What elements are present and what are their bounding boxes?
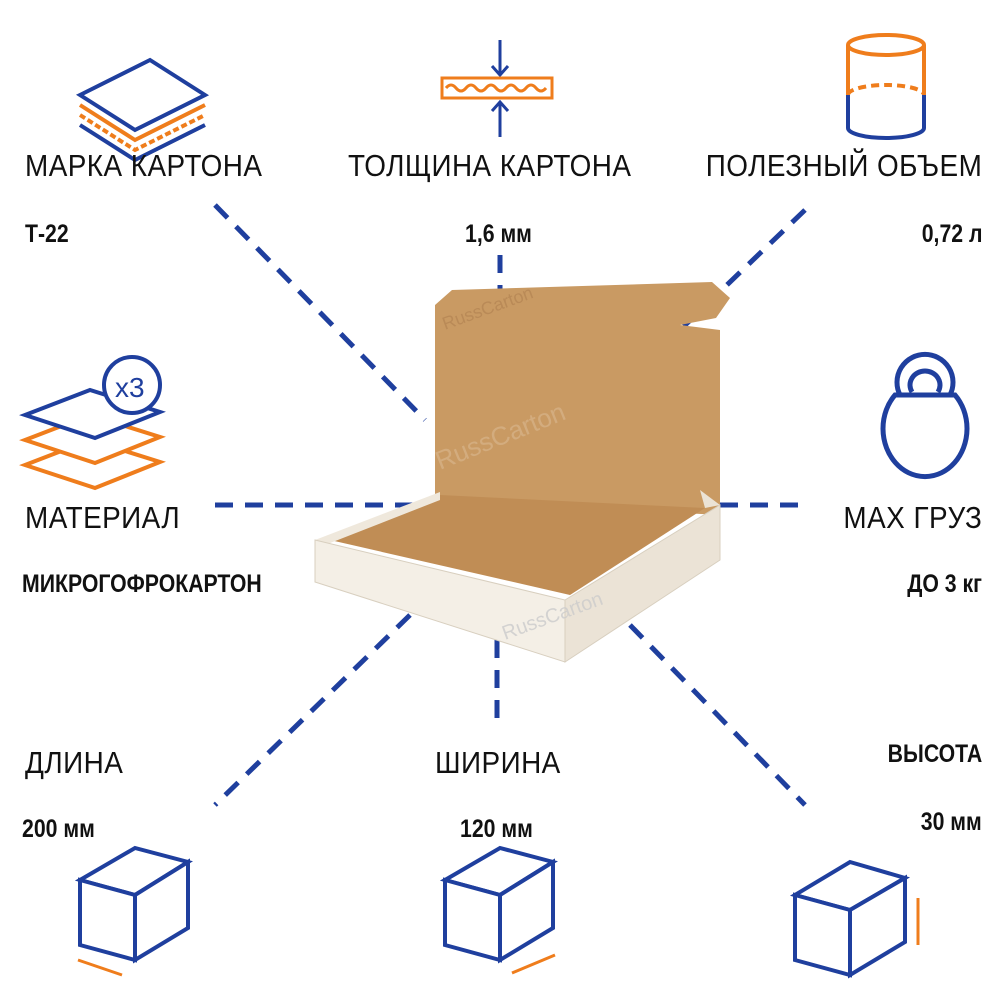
max-load-label: МАХ ГРУЗ — [843, 500, 982, 535]
cylinder-icon — [846, 33, 926, 140]
cube-width-icon — [439, 845, 558, 964]
thickness-value: 1,6 мм — [465, 220, 532, 248]
cube-length-icon — [74, 845, 193, 964]
box-illustration: RussCarton RussCarton RussCarton — [314, 282, 730, 663]
connector-lines — [213, 203, 810, 807]
cube-height-icon — [789, 859, 911, 979]
material-label: МАТЕРИАЛ — [25, 500, 181, 535]
thickness-arrows-icon — [440, 40, 554, 137]
grade-value: Т-22 — [25, 220, 69, 248]
volume-value: 0,72 л — [921, 220, 982, 248]
height-label: ВЫСОТА — [887, 740, 982, 768]
width-value: 120 мм — [460, 815, 533, 843]
volume-label: ПОЛЕЗНЫЙ ОБЪЕМ — [705, 148, 982, 183]
dimension-arrows — [77, 898, 920, 977]
material-value: МИКРОГОФРОКАРТОН — [22, 570, 262, 598]
stacked-sheets-icon — [19, 355, 166, 491]
grade-label: МАРКА КАРТОНА — [25, 148, 263, 183]
max-load-value: ДО 3 кг — [907, 570, 982, 598]
length-label: ДЛИНА — [25, 745, 124, 780]
thickness-label: ТОЛЩИНА КАРТОНА — [348, 148, 632, 183]
kettlebell-icon — [880, 351, 970, 480]
length-value: 200 мм — [22, 815, 95, 843]
height-value: 30 мм — [921, 808, 982, 836]
material-badge: x3 — [115, 372, 145, 403]
corrugated-layers-icon — [75, 57, 210, 163]
width-label: ШИРИНА — [435, 745, 561, 780]
